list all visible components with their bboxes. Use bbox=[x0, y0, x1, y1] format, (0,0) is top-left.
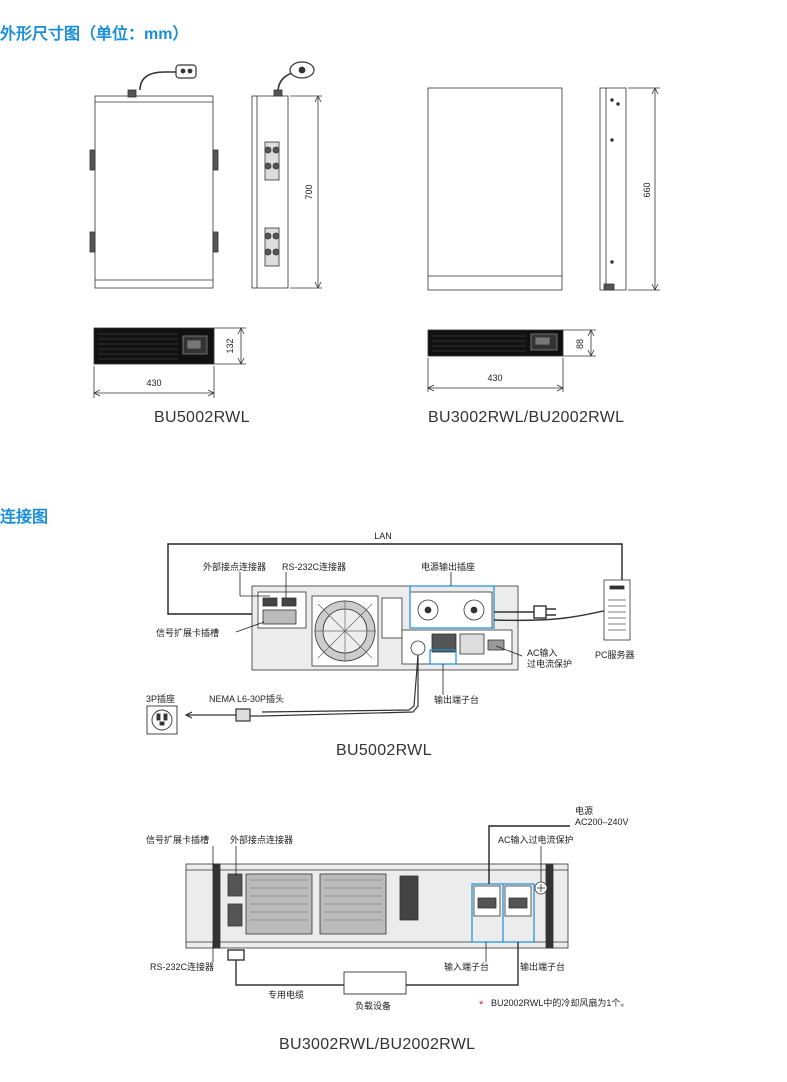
note-mark: * bbox=[479, 999, 484, 1011]
bu5002-connection-caption: BU5002RWL bbox=[336, 742, 432, 759]
bu3002-external-contact-label: 外部接点连接器 bbox=[230, 834, 293, 845]
bu3002-side-view bbox=[599, 87, 660, 291]
bu3002-depth-label: 660 bbox=[642, 182, 652, 197]
dedicated-cable bbox=[227, 942, 519, 986]
voltage-label: AC200–240V bbox=[575, 817, 629, 827]
lan-label: LAN bbox=[374, 531, 392, 541]
bu3002-connection-caption: BU3002RWL/BU2002RWL bbox=[279, 1036, 476, 1053]
bu3002-output-terminal-label: 输出端子台 bbox=[520, 961, 565, 972]
bu5002-external-contact-label: 外部接点连接器 bbox=[203, 561, 266, 572]
lan-cable bbox=[167, 543, 623, 615]
bu3002-rear-panel bbox=[185, 863, 569, 949]
ac-input-protection-label: AC输入过电流保护 bbox=[498, 834, 574, 845]
bu5002-front-view bbox=[93, 327, 246, 398]
bu3002-height-label: 88 bbox=[575, 339, 585, 349]
bu5002-rear-panel bbox=[251, 585, 519, 671]
connection-title: 连接图 bbox=[0, 509, 49, 526]
load-device-box bbox=[343, 971, 407, 995]
server-power-cord bbox=[493, 605, 609, 622]
nema-plug-label: NEMA L6-30P插头 bbox=[209, 693, 284, 704]
bu3002-front-view bbox=[427, 329, 596, 392]
nema-cable bbox=[184, 654, 419, 722]
fan-note: BU2002RWL中的冷却风扇为1个。 bbox=[491, 997, 629, 1008]
bu5002-output-terminal-label: 输出端子台 bbox=[434, 694, 479, 705]
load-device-label: 负载设备 bbox=[355, 1000, 391, 1011]
bu3002-top-view bbox=[427, 87, 563, 291]
bu5002-depth-label: 700 bbox=[304, 184, 314, 199]
dedicated-cable-label: 专用电缆 bbox=[268, 989, 304, 1000]
pc-server-label: PC服务器 bbox=[595, 649, 635, 660]
bu5002-side-view bbox=[251, 61, 322, 289]
bu3002-width-label: 430 bbox=[487, 373, 502, 383]
bu3002-rs232c-label: RS-232C连接器 bbox=[150, 961, 214, 972]
socket-3p-label: 3P插座 bbox=[146, 693, 175, 704]
pc-server-icon bbox=[603, 579, 631, 641]
bu5002-top-view bbox=[89, 64, 219, 289]
bu3002-signal-slot-label: 信号扩展卡插槽 bbox=[146, 834, 209, 845]
bu3002-dimension-caption: BU3002RWL/BU2002RWL bbox=[428, 409, 625, 426]
bu5002-width-label: 430 bbox=[146, 378, 161, 388]
bu5002-dimension-caption: BU5002RWL bbox=[154, 409, 250, 426]
power-output-socket-label: 电源输出插座 bbox=[421, 561, 475, 572]
bu5002-height-label: 132 bbox=[225, 338, 235, 353]
dimensions-title: 外形尺寸图（单位：mm） bbox=[0, 26, 189, 43]
socket-3p-icon bbox=[146, 705, 178, 735]
power-source-label: 电源 bbox=[575, 805, 593, 816]
overcurrent-label: 过电流保护 bbox=[527, 658, 572, 669]
input-terminal-label: 输入端子台 bbox=[444, 961, 489, 972]
dimension-drawings: 700 132 430 660 bbox=[89, 61, 660, 398]
bu5002-rs232c-label: RS-232C连接器 bbox=[282, 561, 346, 572]
ac-input-label: AC输入 bbox=[527, 647, 558, 658]
bu5002-signal-slot-label: 信号扩展卡插槽 bbox=[156, 627, 219, 638]
